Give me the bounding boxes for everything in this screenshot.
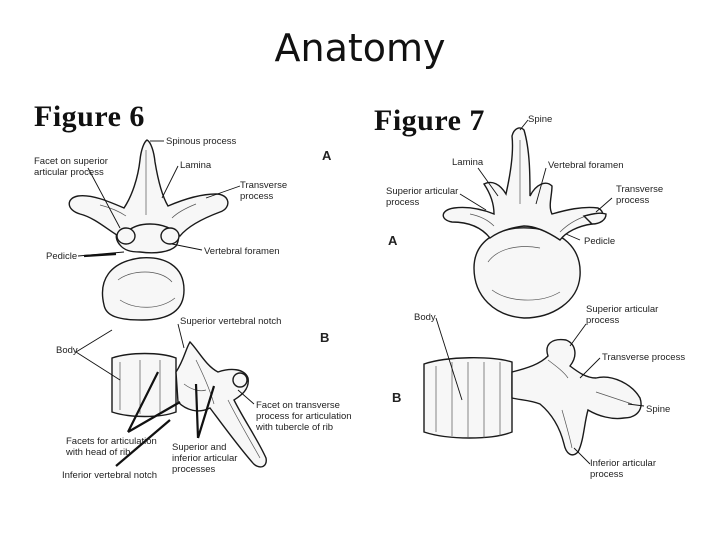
label-facets-for-articulation-head-of-rib: Facets for articulation with head of rib (66, 436, 157, 458)
label-superior-vertebral-notch: Superior vertebral notch (180, 316, 282, 327)
label-superior-articular-process: Superior articular process (386, 186, 459, 208)
label-superior-and-inferior-articular-processes: Superior and inferior articular processe… (172, 442, 238, 475)
label-vertebral-foramen-7: Vertebral foramen (548, 160, 624, 171)
label-inferior-articular-process: Inferior articular process (590, 458, 656, 480)
figure-6a-thoracic-vertebra-superior-view (68, 139, 229, 321)
label-spine: Spine (528, 114, 553, 125)
label-pedicle-7: Pedicle (584, 236, 616, 247)
figure-7-part-b-label: B (392, 390, 402, 405)
label-inferior-vertebral-notch: Inferior vertebral notch (62, 470, 158, 481)
figure-6-part-a-label: A (322, 148, 332, 163)
label-spine-b: Spine (646, 404, 671, 415)
label-spinous-process: Spinous process (166, 136, 237, 147)
label-superior-articular-process-b: Superior articular process (586, 304, 659, 326)
label-body: Body (56, 345, 78, 356)
figure-7-title: Figure 7 (374, 104, 485, 137)
label-transverse-process: Transverse process (240, 180, 288, 202)
figure-7-leader-lines (435, 119, 645, 465)
label-pedicle: Pedicle (46, 251, 78, 262)
label-vertebral-foramen: Vertebral foramen (204, 246, 280, 257)
slide-title: Anatomy (274, 26, 446, 70)
label-body-7: Body (414, 312, 436, 323)
figure-7a-lumbar-vertebra-superior-view (442, 127, 607, 319)
figure-6-part-b-label: B (320, 330, 330, 345)
figure-6-title: Figure 6 (34, 100, 145, 133)
label-transverse-process-7: Transverse process (616, 184, 664, 206)
figure-6-leader-lines (75, 140, 255, 467)
figure-7b-lumbar-vertebra-lateral-view (423, 338, 642, 456)
label-lamina: Lamina (180, 160, 212, 171)
label-facet-on-transverse-process: Facet on transverse process for articula… (256, 400, 352, 433)
label-lamina-7: Lamina (452, 157, 484, 168)
label-facet-on-superior-articular-process: Facet on superior articular process (34, 156, 108, 178)
label-transverse-process-b: Transverse process (602, 352, 686, 363)
figure-7-part-a-label: A (388, 233, 398, 248)
